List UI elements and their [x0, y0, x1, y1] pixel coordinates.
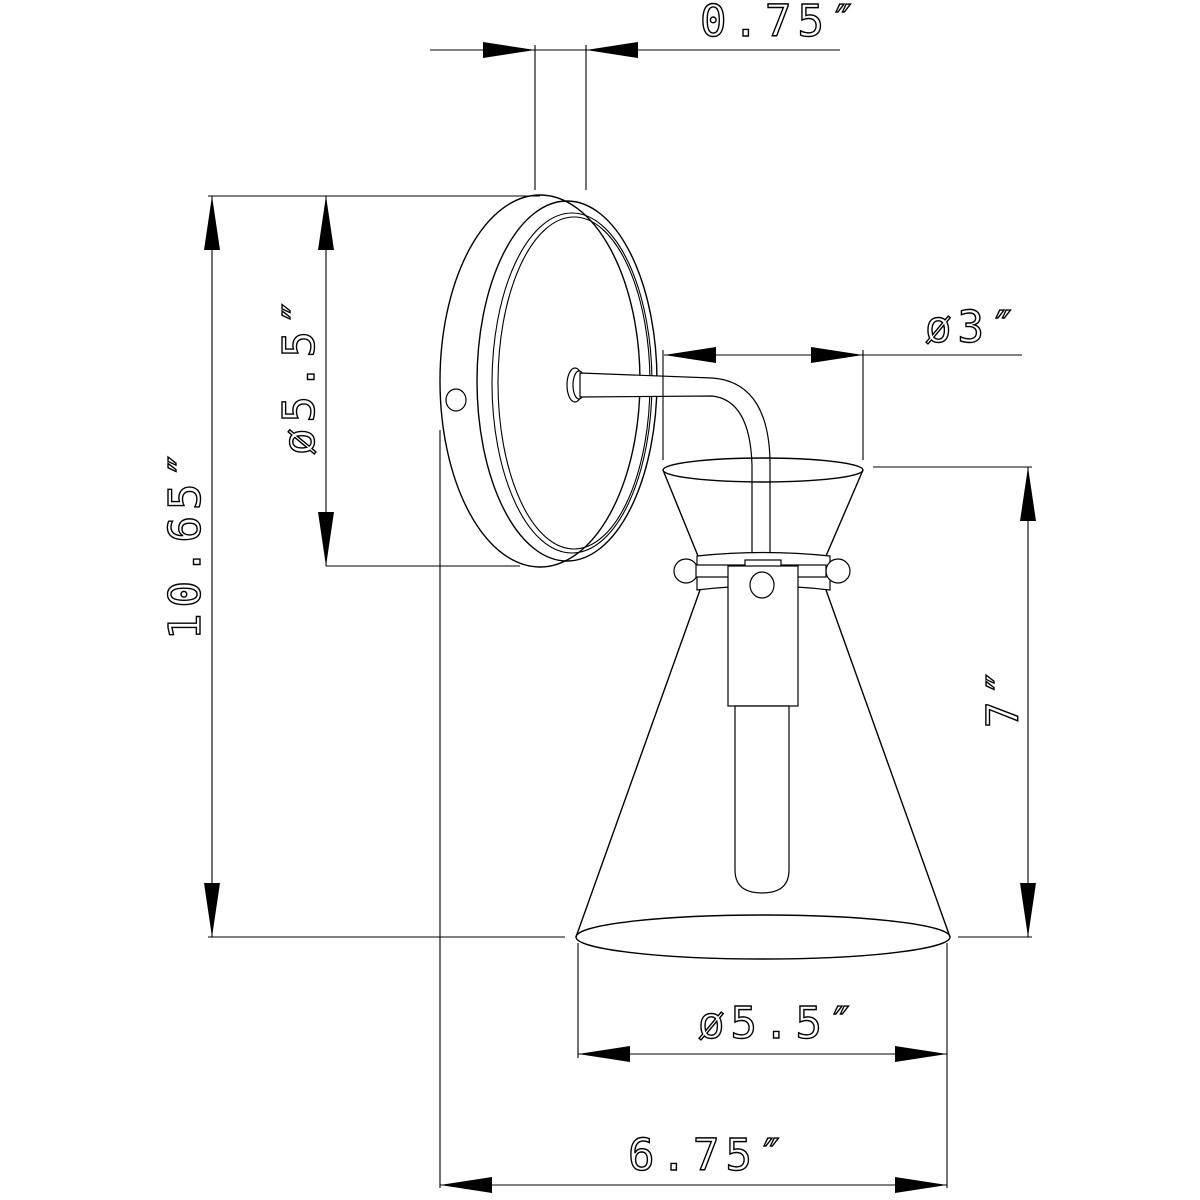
dimension-label-shade-height: 7″	[978, 663, 1029, 728]
dimension-shade-height: 7″	[873, 466, 1036, 938]
arrow-left-icon	[440, 1177, 492, 1193]
arm	[566, 367, 771, 561]
arrow-up-icon	[1020, 467, 1036, 521]
arrow-left-icon	[578, 1046, 630, 1062]
dimension-label-backplate-diameter: ø5.5″	[274, 293, 325, 455]
dimension-backplate-diameter: ø5.5″	[273, 196, 520, 567]
arrow-right-icon	[895, 1046, 947, 1062]
arrow-right-icon	[483, 42, 535, 58]
dimension-label-shade-bottom-diameter: ø5.5″	[698, 998, 860, 1049]
bulb-icon	[734, 705, 790, 894]
dimension-label-overall-extension: 6.75″	[628, 1130, 790, 1181]
dimension-label-overall-height: 10.65″	[160, 445, 211, 640]
dimension-label-backplate-depth: 0.75″	[700, 0, 862, 47]
arrow-left-icon	[664, 347, 716, 363]
arrow-down-icon	[318, 512, 334, 566]
arrow-down-icon	[1020, 883, 1036, 937]
arrow-right-icon	[895, 1177, 947, 1193]
dimension-label-shade-top-diameter: ø3″	[925, 302, 1022, 353]
dimension-shade-bottom-diameter: ø5.5″	[577, 943, 948, 1188]
dimension-backplate-depth: 0.75″	[430, 0, 862, 190]
dimension-overall-extension: 6.75″	[439, 430, 947, 1193]
mounting-screw-icon	[445, 388, 467, 412]
arrow-up-icon	[318, 196, 334, 250]
finial-knob-icon	[749, 571, 775, 599]
arrow-up-icon	[204, 196, 220, 250]
arrow-down-icon	[204, 883, 220, 937]
dimension-overall-height: 10.65″	[159, 195, 565, 938]
arrow-right-icon	[811, 347, 863, 363]
dimension-shade-top-diameter: ø3″	[662, 301, 1022, 460]
arrow-left-icon	[586, 42, 638, 58]
shade	[575, 457, 951, 960]
